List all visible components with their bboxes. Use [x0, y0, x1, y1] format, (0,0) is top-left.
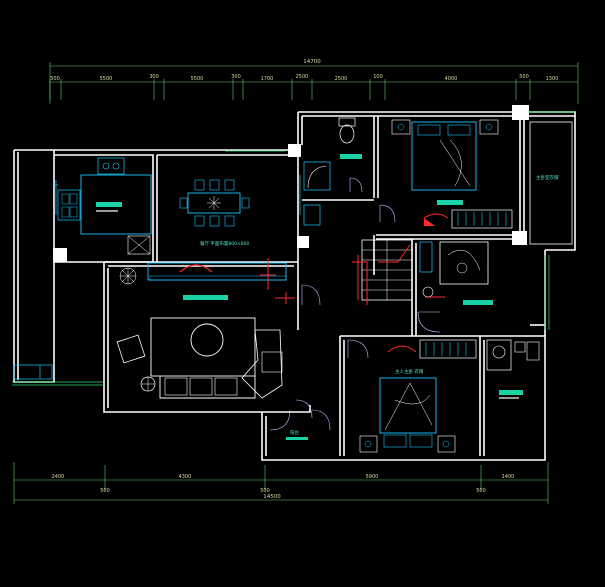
bottom-segment-label: 2400 — [52, 474, 65, 480]
kids-bedroom-note: 主人主卧 衣帽 — [395, 368, 424, 375]
windows — [13, 175, 301, 380]
top-segment-label: 300 — [231, 74, 241, 80]
bathroom-two — [486, 339, 540, 399]
bedroom-three: 主人主卧 衣帽 — [347, 339, 477, 453]
bottom-sub-segment-label: 500 — [100, 488, 110, 494]
top-segment-label: 5500 — [100, 76, 113, 82]
bathroom-two-name-tag — [499, 390, 523, 395]
bottom-total-dimension: 14500 — [263, 494, 281, 500]
top-segment-label: 4000 — [445, 76, 458, 82]
walls — [13, 111, 576, 461]
bottom-dimension-chain — [13, 462, 549, 504]
bedroom-two-name-tag — [463, 300, 493, 305]
top-dimension-chain — [49, 62, 579, 104]
top-segment-label: 5500 — [191, 76, 204, 82]
bottom-segment-label: 1400 — [502, 474, 515, 480]
kitchen — [57, 157, 152, 255]
living-room — [116, 262, 287, 399]
top-segment-label: 300 — [149, 74, 159, 80]
dining-room: 餐厅 平面布置800×800 — [179, 179, 250, 247]
small-balcony: 阳台 — [269, 409, 331, 440]
bathroom — [303, 117, 363, 226]
bottom-segment-label: 5900 — [366, 474, 379, 480]
master-bedroom-name-tag — [437, 200, 463, 205]
top-segment-label: 1300 — [546, 76, 559, 82]
top-segment-label: 2500 — [335, 76, 348, 82]
kitchen-name-tag — [96, 202, 122, 207]
top-segment-label: 100 — [373, 74, 383, 80]
bottom-sub-segment-label: 500 — [260, 488, 270, 494]
living-room-name-tag — [183, 295, 228, 300]
top-segment-label: 2500 — [296, 74, 309, 80]
bottom-sub-segment-label: 500 — [476, 488, 486, 494]
potted-plant-icon — [119, 267, 137, 285]
top-segment-label: 500 — [519, 74, 529, 80]
balcony-railing — [12, 111, 575, 386]
top-segment-label: 1700 — [261, 76, 274, 82]
balcony-name-tag — [286, 437, 308, 440]
dining-room-note: 餐厅 平面布置800×800 — [200, 240, 250, 247]
staircase — [352, 239, 413, 305]
dressing-room: 主卧室衣帽 — [529, 121, 573, 245]
bathroom-name-tag — [340, 154, 362, 159]
top-segment-labels: 500 5500 300 5500 300 1700 2500 2500 100… — [50, 74, 558, 82]
top-segment-label: 500 — [50, 76, 60, 82]
bedroom-two — [417, 241, 493, 333]
door-swings — [295, 284, 321, 419]
master-bedroom — [379, 119, 513, 229]
balcony-note: 阳台 — [290, 429, 299, 436]
wall-pillars — [53, 105, 529, 262]
bottom-segment-label: 4300 — [179, 474, 192, 480]
master-bedroom-note: 主卧室衣帽 — [536, 174, 559, 181]
top-total-dimension: 14700 — [303, 59, 321, 65]
section-markers — [260, 258, 445, 304]
